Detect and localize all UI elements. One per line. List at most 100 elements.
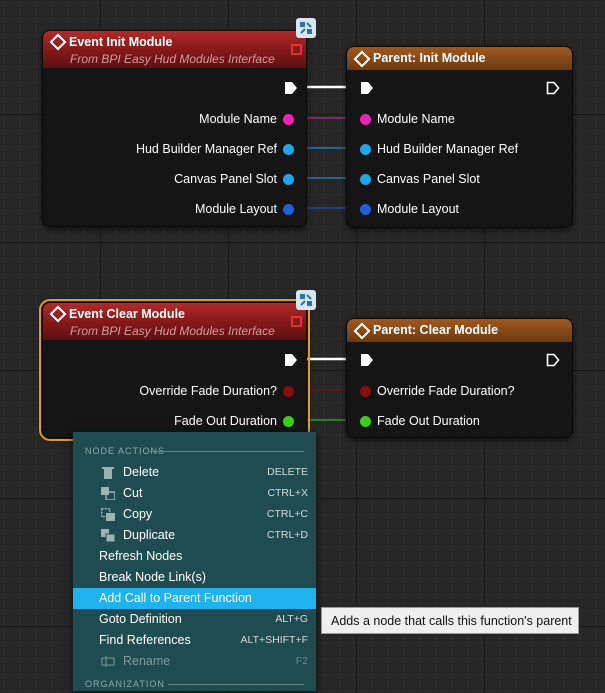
pin-module-name[interactable]: Module Name (360, 109, 455, 129)
menu-item-find-references[interactable]: Find References ALT+SHIFT+F (73, 630, 316, 651)
exec-in-pin[interactable] (360, 353, 374, 367)
delegate-pin-icon[interactable] (291, 316, 302, 327)
blueprint-interface-icon (296, 18, 316, 38)
parent-init-module-node[interactable]: Parent: Init Module Module Name Hud Buil… (346, 46, 573, 228)
event-clear-module-node[interactable]: Event Clear Module From BPI Easy Hud Mod… (39, 299, 310, 441)
copy-icon (101, 508, 115, 521)
node-header[interactable]: Parent: Clear Module (347, 319, 572, 342)
menu-item-shortcut: CTRL+X (267, 487, 308, 499)
pin-label: Module Layout (377, 202, 460, 216)
rename-icon (101, 656, 115, 667)
menu-item-delete[interactable]: Delete DELETE (73, 462, 316, 483)
node-subtitle: From BPI Easy Hud Modules Interface (70, 52, 275, 66)
menu-item-label: Rename (123, 654, 171, 668)
exec-out-pin[interactable] (546, 81, 560, 95)
menu-item-label: Add Call to Parent Function (99, 591, 252, 605)
object-pin-icon[interactable] (283, 143, 294, 155)
float-pin-icon[interactable] (360, 415, 371, 427)
object-pin-icon[interactable] (360, 143, 371, 155)
exec-out-pin[interactable] (546, 353, 560, 367)
menu-item-shortcut: DELETE (267, 466, 308, 478)
name-pin-icon[interactable] (283, 113, 294, 125)
pin-override-fade-duration[interactable]: Override Fade Duration? (139, 381, 294, 401)
bool-pin-icon[interactable] (360, 385, 371, 397)
pin-canvas-panel-slot[interactable]: Canvas Panel Slot (360, 169, 480, 189)
menu-item-cut[interactable]: Cut CTRL+X (73, 483, 316, 504)
menu-item-add-call-to-parent-function[interactable]: Add Call to Parent Function (73, 588, 316, 609)
menu-item-shortcut: CTRL+D (266, 529, 308, 541)
node-subtitle: From BPI Easy Hud Modules Interface (70, 324, 275, 338)
pin-label: Override Fade Duration? (139, 384, 277, 398)
node-title: Event Init Module (69, 35, 173, 49)
struct-pin-icon[interactable] (360, 203, 371, 215)
parent-clear-module-node[interactable]: Parent: Clear Module Override Fade Durat… (346, 318, 573, 438)
menu-item-label: Cut (123, 486, 143, 500)
node-title: Event Clear Module (69, 307, 185, 321)
menu-item-shortcut: CTRL+C (266, 508, 308, 520)
section-node-actions: NODE ACTIONS (85, 446, 166, 456)
exec-in-pin[interactable] (360, 81, 374, 95)
pin-label: Module Name (377, 112, 455, 126)
menu-item-break-node-links[interactable]: Break Node Link(s) (73, 567, 316, 588)
node-header[interactable]: Event Init Module From BPI Easy Hud Modu… (43, 31, 306, 68)
delegate-pin-icon[interactable] (291, 44, 302, 55)
pin-label: Hud Builder Manager Ref (377, 142, 519, 156)
pin-fade-out-duration[interactable]: Fade Out Duration (360, 411, 480, 431)
exec-out-pin[interactable] (284, 81, 298, 95)
pin-override-fade-duration[interactable]: Override Fade Duration? (360, 381, 515, 401)
tooltip: Adds a node that calls this function's p… (321, 607, 579, 634)
menu-item-label: Break Node Link(s) (99, 570, 206, 584)
function-diamond-icon (353, 50, 371, 68)
menu-item-shortcut: F2 (295, 655, 308, 667)
pin-module-name[interactable]: Module Name (199, 109, 294, 129)
node-header[interactable]: Event Clear Module From BPI Easy Hud Mod… (43, 303, 306, 340)
exec-out-pin[interactable] (284, 353, 298, 367)
menu-item-label: Refresh Nodes (99, 549, 183, 563)
menu-item-label: Copy (123, 507, 153, 521)
name-pin-icon[interactable] (360, 113, 371, 125)
node-title: Parent: Clear Module (373, 323, 499, 337)
struct-pin-icon[interactable] (283, 203, 294, 215)
pin-canvas-panel-slot[interactable]: Canvas Panel Slot (174, 169, 294, 189)
menu-item-label: Duplicate (123, 528, 176, 542)
section-divider (168, 684, 304, 685)
pin-label: Override Fade Duration? (377, 384, 515, 398)
event-diamond-icon (49, 33, 67, 51)
object-pin-icon[interactable] (360, 173, 371, 185)
section-divider (148, 451, 304, 452)
menu-item-goto-definition[interactable]: Goto Definition ALT+G (73, 609, 316, 630)
pin-label: Fade Out Duration (174, 414, 277, 428)
object-pin-icon[interactable] (283, 173, 294, 185)
trash-icon (102, 467, 114, 479)
menu-item-shortcut: ALT+G (275, 613, 308, 625)
pin-label: Module Name (199, 112, 277, 126)
menu-item-duplicate[interactable]: Duplicate CTRL+D (73, 525, 316, 546)
blueprint-interface-icon (296, 290, 316, 310)
menu-item-refresh-nodes[interactable]: Refresh Nodes (73, 546, 316, 567)
context-menu: NODE ACTIONS Delete DELETE Cut CTRL+X Co… (73, 432, 316, 691)
event-diamond-icon (49, 305, 67, 323)
cut-icon (101, 487, 115, 500)
pin-fade-out-duration[interactable]: Fade Out Duration (174, 411, 294, 431)
menu-item-label: Find References (99, 633, 191, 647)
duplicate-icon (101, 529, 115, 542)
section-organization: ORGANIZATION (85, 679, 165, 689)
menu-item-rename: Rename F2 (73, 651, 316, 672)
bool-pin-icon[interactable] (283, 385, 294, 397)
pin-module-layout[interactable]: Module Layout (360, 199, 459, 219)
menu-item-copy[interactable]: Copy CTRL+C (73, 504, 316, 525)
pin-label: Module Layout (194, 202, 277, 216)
pin-label: Canvas Panel Slot (377, 172, 480, 186)
pin-hud-builder-manager-ref[interactable]: Hud Builder Manager Ref (360, 139, 518, 159)
menu-item-label: Goto Definition (99, 612, 182, 626)
node-header[interactable]: Parent: Init Module (347, 47, 572, 70)
float-pin-icon[interactable] (283, 415, 294, 427)
pin-label: Canvas Panel Slot (174, 172, 277, 186)
pin-hud-builder-manager-ref[interactable]: Hud Builder Manager Ref (136, 139, 294, 159)
event-init-module-node[interactable]: Event Init Module From BPI Easy Hud Modu… (42, 30, 307, 227)
function-diamond-icon (353, 322, 371, 340)
node-title: Parent: Init Module (373, 51, 486, 65)
pin-label: Fade Out Duration (377, 414, 480, 428)
pin-module-layout[interactable]: Module Layout (195, 199, 294, 219)
menu-item-label: Delete (123, 465, 160, 479)
